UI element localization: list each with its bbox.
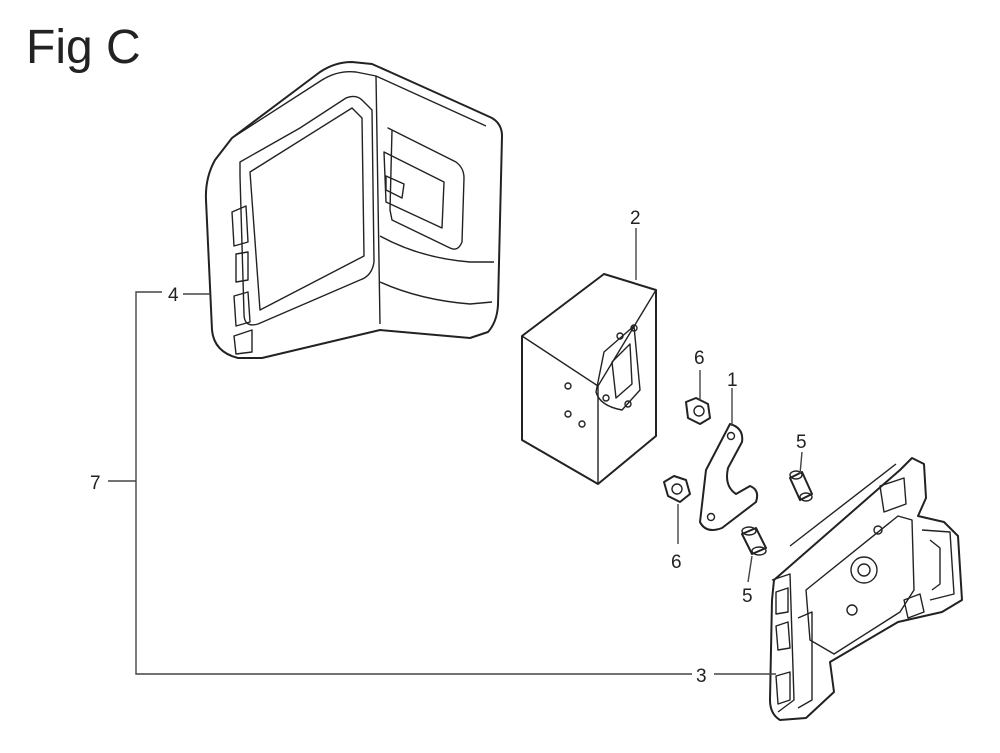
callout-4: 4 [168, 285, 179, 306]
callout-5-upper: 5 [796, 432, 807, 453]
callout-5-lower: 5 [742, 586, 753, 607]
air-cleaner-cover [204, 61, 503, 359]
choke-bracket [699, 423, 759, 531]
nut-lower [663, 475, 691, 503]
figure-title: Fig C [26, 21, 141, 74]
nut-upper [685, 397, 711, 425]
callout-6-lower: 6 [671, 552, 682, 573]
air-filter-element [521, 273, 657, 485]
callout-1: 1 [727, 370, 738, 391]
callout-3: 3 [696, 666, 707, 687]
collar-upper [789, 470, 813, 502]
callout-2: 2 [630, 208, 641, 229]
callout-7: 7 [90, 473, 101, 494]
callout-6-upper: 6 [694, 348, 705, 369]
collar-lower [741, 526, 767, 556]
air-cleaner-case [769, 457, 963, 721]
leader-lines [108, 228, 803, 675]
